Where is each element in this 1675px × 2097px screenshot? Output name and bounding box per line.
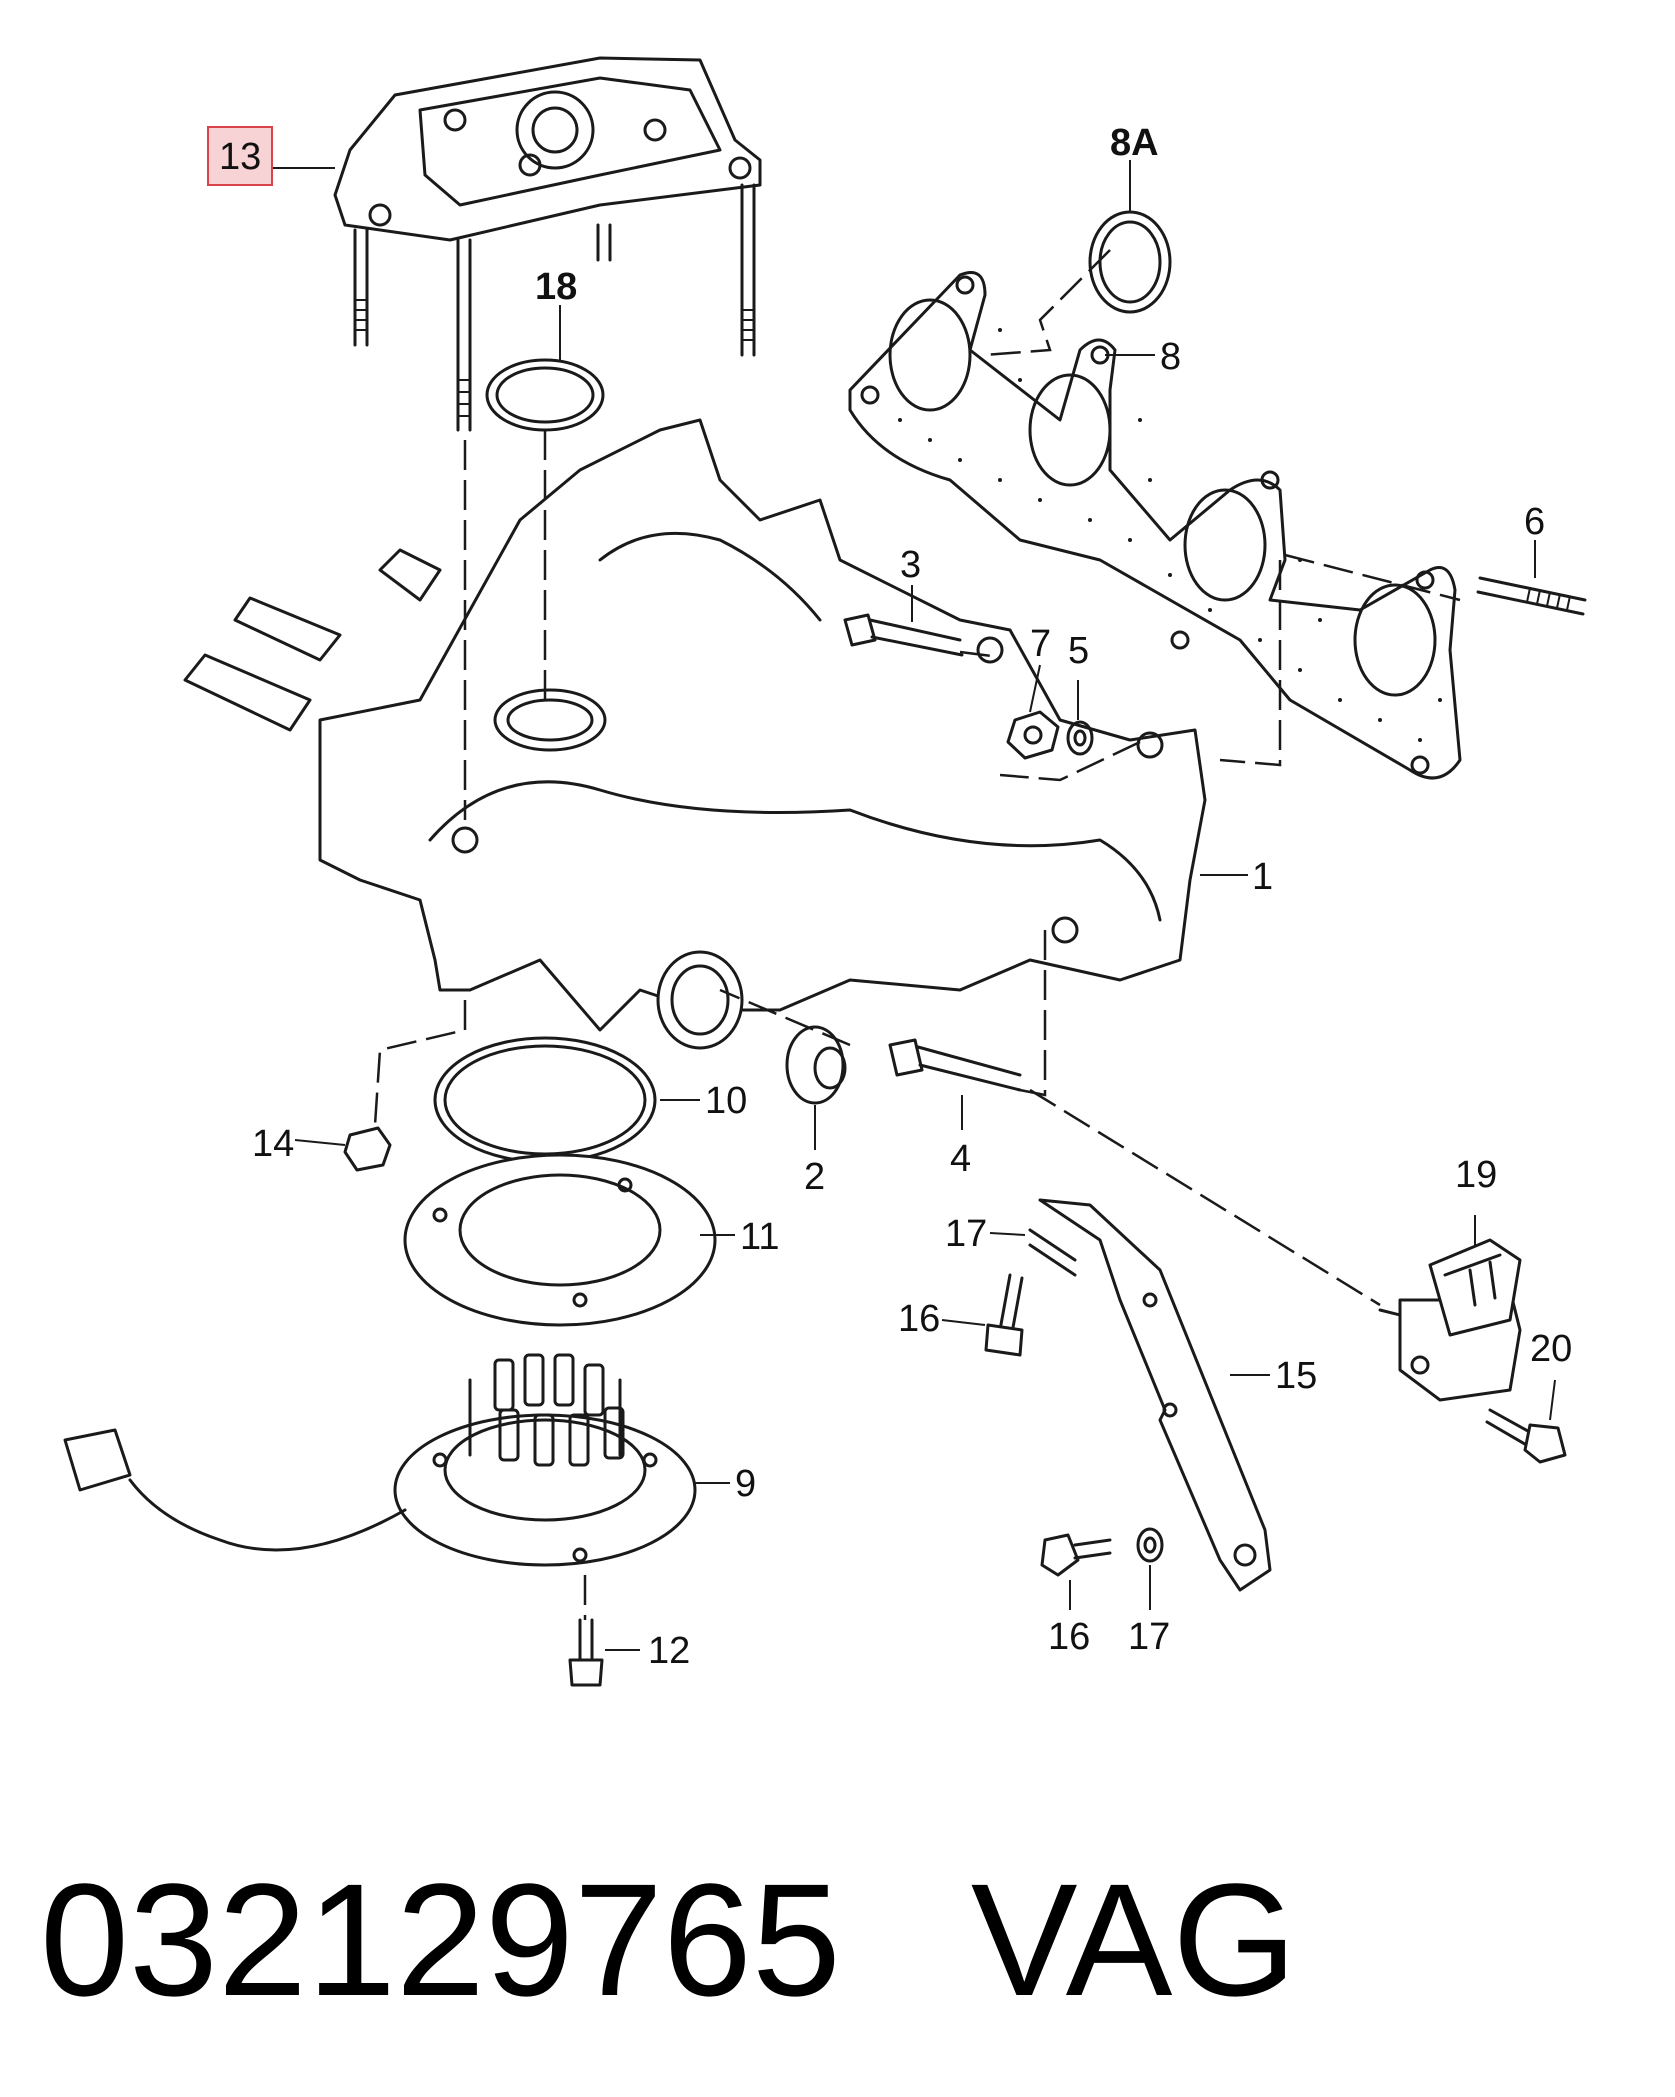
leader-lines — [272, 160, 1556, 1651]
label-part-9[interactable]: 9 — [735, 1463, 757, 1505]
label-part-4[interactable]: 4 — [950, 1138, 972, 1180]
part-number: 032129765 — [40, 1850, 841, 2029]
label-part-19[interactable]: 19 — [1455, 1154, 1498, 1196]
assembly-lines — [373, 249, 1461, 1620]
part-13-flange — [333, 56, 762, 432]
label-part-12[interactable]: 12 — [648, 1630, 691, 1672]
label-part-8[interactable]: 8 — [1160, 336, 1182, 378]
exploded-parts-diagram — [63, 56, 1587, 1687]
label-part-7[interactable]: 7 — [1030, 623, 1052, 665]
label-part-10[interactable]: 10 — [705, 1080, 748, 1122]
part-3-bolt — [843, 613, 964, 657]
part-17-washer-upper — [1028, 1228, 1077, 1277]
part-7-nut — [1006, 710, 1060, 760]
brand-name: VAG — [970, 1850, 1297, 2029]
part-4-bolt — [888, 1038, 1022, 1092]
part-17-washer-lower — [1136, 1527, 1164, 1563]
label-part-16-upper[interactable]: 16 — [898, 1298, 941, 1340]
label-part-20[interactable]: 20 — [1530, 1328, 1573, 1370]
label-part-8A[interactable]: 8A — [1110, 122, 1159, 164]
label-part-13[interactable]: 13 — [207, 126, 274, 186]
label-part-6[interactable]: 6 — [1524, 501, 1546, 543]
label-part-14[interactable]: 14 — [252, 1123, 295, 1165]
part-18-oring — [485, 358, 605, 432]
label-part-16-lower[interactable]: 16 — [1048, 1616, 1091, 1658]
part-1-manifold — [183, 418, 1207, 1050]
part-8-gasket — [848, 271, 1462, 780]
label-part-15[interactable]: 15 — [1275, 1355, 1318, 1397]
label-part-17-upper[interactable]: 17 — [945, 1213, 988, 1255]
part-10-ring — [433, 1036, 657, 1164]
part-2-cap — [785, 1025, 847, 1105]
label-part-5[interactable]: 5 — [1068, 630, 1090, 672]
part-15-bracket — [1038, 1198, 1272, 1592]
part-16-bolt-lower — [1040, 1533, 1112, 1577]
label-part-2[interactable]: 2 — [804, 1156, 826, 1198]
part-5-washer — [1066, 720, 1094, 756]
label-part-17-lower[interactable]: 17 — [1128, 1616, 1171, 1658]
part-16-bolt-upper — [984, 1273, 1024, 1357]
part-6-stud — [1476, 576, 1587, 616]
label-part-11[interactable]: 11 — [740, 1216, 780, 1258]
part-9-sensor — [63, 1353, 697, 1567]
label-part-1[interactable]: 1 — [1252, 856, 1274, 898]
part-11-plate — [403, 1153, 717, 1327]
part-14-nut — [343, 1126, 392, 1172]
part-19-sensor — [1378, 1238, 1522, 1402]
label-part-18[interactable]: 18 — [535, 266, 578, 308]
part-12-bolt — [568, 1618, 604, 1687]
part-8A-seal — [1088, 210, 1172, 314]
part-20-bolt — [1485, 1408, 1567, 1464]
label-part-3[interactable]: 3 — [900, 544, 922, 586]
